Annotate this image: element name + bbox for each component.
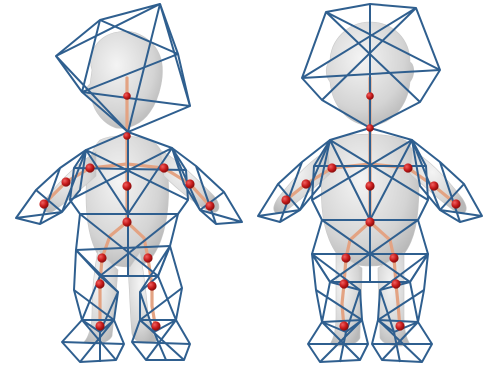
- joint: [365, 217, 374, 226]
- joint: [365, 181, 374, 190]
- joint: [39, 199, 48, 208]
- joint: [147, 281, 156, 290]
- joint: [281, 195, 290, 204]
- joint: [97, 253, 106, 262]
- joint: [366, 124, 374, 132]
- joint: [151, 321, 160, 330]
- joint: [122, 181, 131, 190]
- joint: [391, 279, 400, 288]
- joint: [95, 321, 104, 330]
- joint: [339, 321, 348, 330]
- joint: [85, 163, 94, 172]
- joint: [327, 163, 336, 172]
- joint: [403, 163, 412, 172]
- joint: [395, 321, 404, 330]
- joint: [61, 177, 70, 186]
- joint: [339, 279, 348, 288]
- joint: [366, 92, 374, 100]
- joint: [123, 132, 131, 140]
- joint: [95, 279, 104, 288]
- joint: [451, 199, 460, 208]
- joint: [429, 181, 438, 190]
- joint: [185, 179, 194, 188]
- right-panel: [258, 4, 482, 362]
- joint: [205, 201, 214, 210]
- joint: [389, 253, 398, 262]
- joint: [122, 217, 131, 226]
- joint: [341, 253, 350, 262]
- joint: [143, 253, 152, 262]
- joint: [123, 92, 131, 100]
- joint: [159, 163, 168, 172]
- left-panel: [16, 4, 242, 362]
- joint: [301, 179, 310, 188]
